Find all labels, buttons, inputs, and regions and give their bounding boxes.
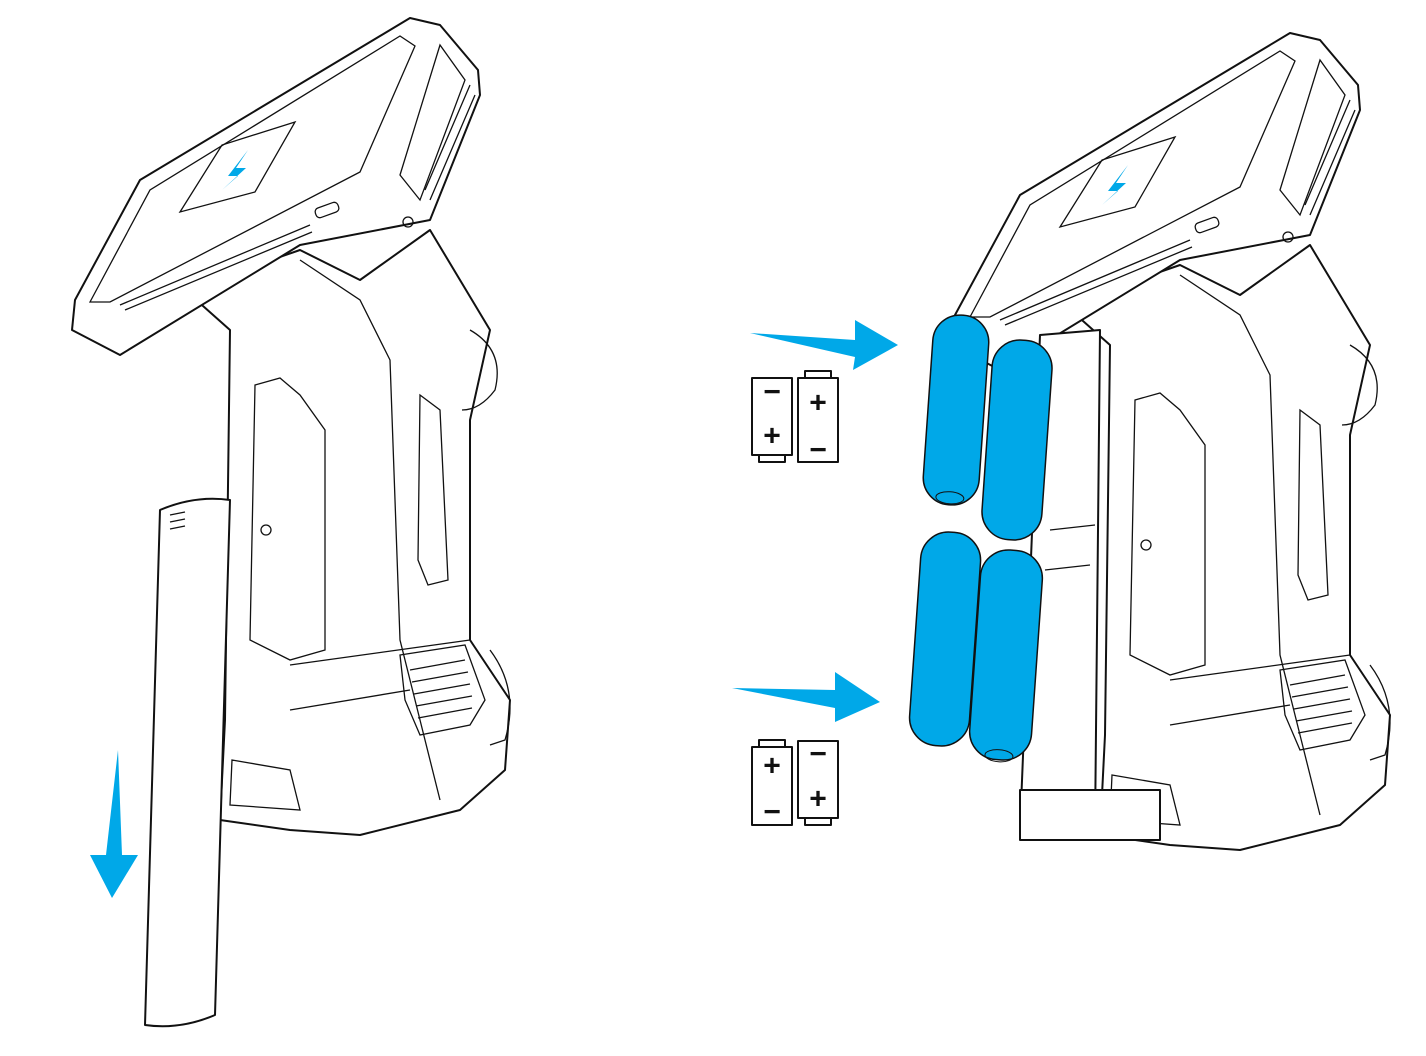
battery-cell [922, 314, 990, 506]
battery-tube [144, 497, 231, 1028]
device-left [71, 17, 511, 1028]
negative-symbol: − [809, 434, 827, 467]
negative-symbol: − [763, 796, 781, 829]
battery-cell [981, 339, 1053, 541]
battery-orientation-icon: + − [797, 370, 839, 467]
negative-symbol: − [809, 738, 827, 771]
battery-orientation-icon: − + [751, 376, 793, 463]
negative-symbol: − [763, 376, 781, 409]
battery-orientation-icon: + − [751, 739, 793, 829]
arrow-down-icon [90, 750, 138, 898]
positive-symbol: + [809, 783, 827, 816]
positive-symbol: + [763, 420, 781, 453]
positive-symbol: + [763, 750, 781, 783]
battery-orientation-icon: − + [797, 738, 839, 826]
arrow-right-icon [750, 320, 898, 370]
battery-cell [908, 531, 982, 747]
arrow-right-icon [732, 672, 880, 722]
battery-cell [968, 549, 1044, 761]
positive-symbol: + [809, 387, 827, 420]
battery-cells [908, 314, 1053, 763]
